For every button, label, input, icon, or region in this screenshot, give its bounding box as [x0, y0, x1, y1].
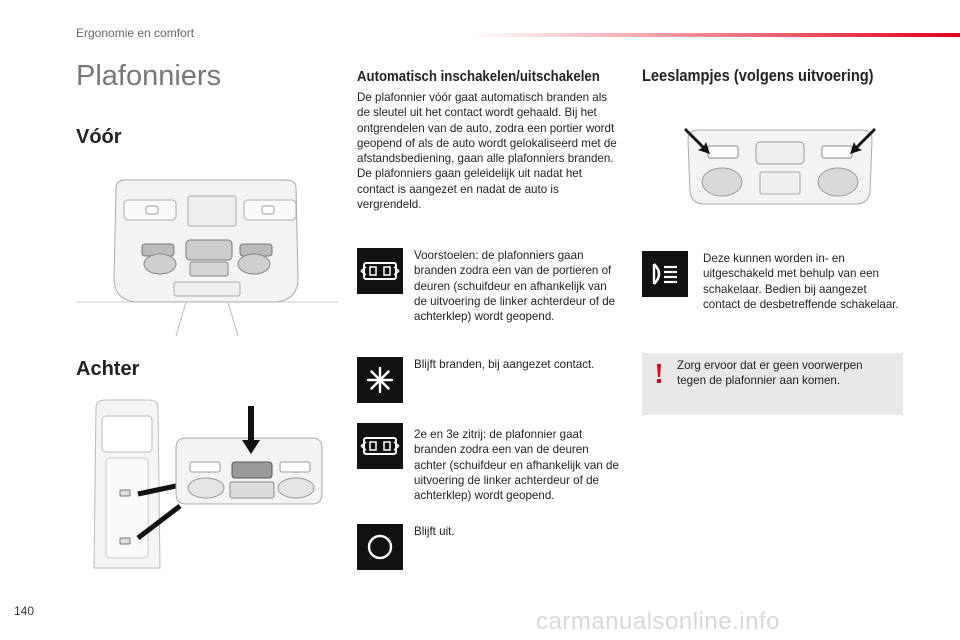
item-front-seats-text: Voorstoelen: de plafonniers gaan branden…: [414, 249, 616, 324]
door-car-icon: [357, 423, 403, 469]
warning-exclamation-icon: [657, 364, 661, 383]
warning-note: Zorg ervoor dat er geen voorwerpen tegen…: [642, 353, 903, 415]
page-number: 140: [14, 604, 35, 618]
door-car-icon: [357, 248, 403, 294]
header-accent-line: [470, 33, 960, 37]
watermark-text: carmanualsonline.info: [536, 608, 780, 635]
rear-heading: Achter: [76, 358, 140, 380]
rear-ceiling-illustration: [93, 399, 323, 569]
front-heading: Vóór: [76, 126, 122, 148]
section-header: Ergonomie en comfort: [76, 26, 195, 40]
reading-lights-illustration: [684, 128, 876, 205]
reading-lights-heading: Leeslampjes (volgens uitvoering): [642, 66, 874, 85]
front-ceiling-illustration: [76, 179, 338, 336]
page-title: Plafonniers: [76, 60, 222, 92]
auto-heading: Automatisch inschakelen/uitschakelen: [357, 68, 600, 85]
reading-lights-text: Deze kunnen worden in- en uitgeschakeld …: [703, 252, 899, 311]
circle-off-icon: [357, 524, 403, 570]
warning-text: Zorg ervoor dat er geen voorwerpen tegen…: [677, 359, 863, 388]
item-stays-on-text: Blijft branden, bij aangezet contact.: [414, 358, 595, 371]
reading-light-icon: [642, 251, 688, 297]
sun-light-icon: [357, 357, 403, 403]
auto-intro-text: De plafonnier vóór gaat automatisch bran…: [357, 91, 617, 212]
item-stays-off-text: Blijft uit.: [414, 525, 455, 538]
item-rear-rows-text: 2e en 3e zitrij: de plafonnier gaat bran…: [414, 428, 619, 503]
